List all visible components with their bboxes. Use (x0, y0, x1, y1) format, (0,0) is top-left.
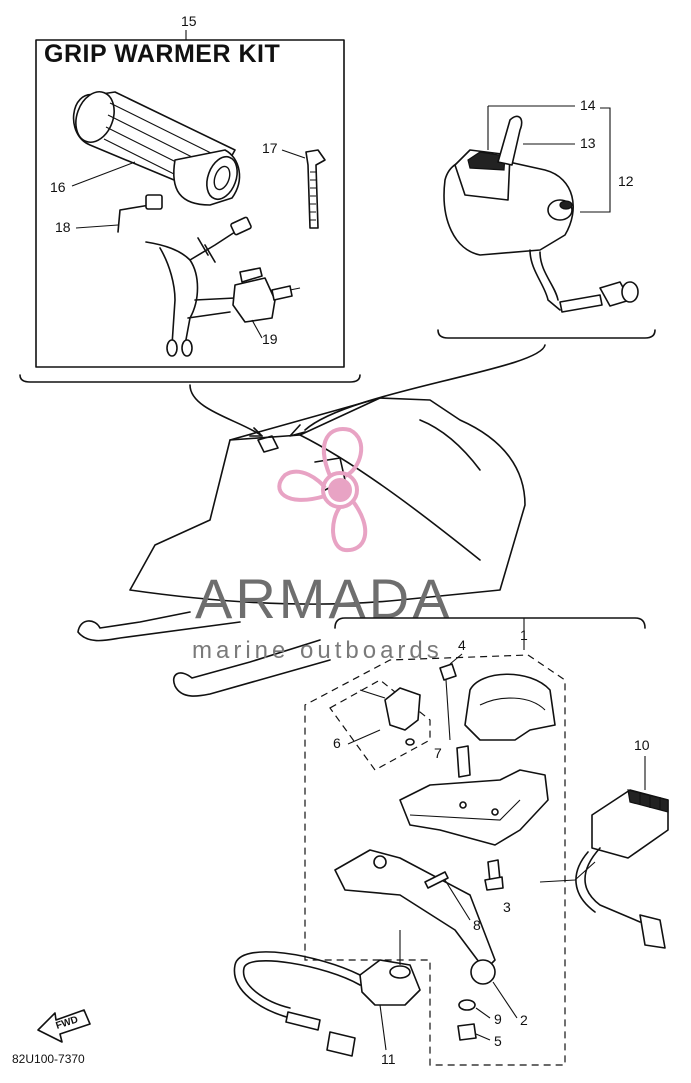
propeller-logo (277, 427, 368, 553)
kit-callouts: 15 16 17 18 19 (50, 13, 306, 347)
watermark-tagline: marine outboards (192, 637, 443, 664)
lever-parts: 4 6 7 2 3 8 9 5 (233, 637, 556, 1067)
switch-callouts: 14 13 12 (437, 97, 656, 339)
callout-12: 12 (618, 173, 634, 189)
callout-17: 17 (262, 140, 278, 156)
fwd-arrow: FWD (37, 1009, 91, 1043)
callout-4: 4 (458, 637, 466, 653)
grip-warmer-kit-box: GRIP WARMER KIT (19, 39, 361, 383)
callout-1: 1 (520, 627, 528, 643)
propeller-hub (328, 478, 352, 502)
callout-2: 2 (520, 1012, 528, 1028)
watermark-brand: ARMADA (195, 567, 453, 630)
snowmobile-body (77, 344, 546, 697)
callout-6: 6 (333, 735, 341, 751)
callout-16: 16 (50, 179, 66, 195)
lever-assy-box: 1 (304, 617, 646, 1066)
callout-13: 13 (580, 135, 596, 151)
wire-harness-part (117, 194, 252, 357)
switch-part (232, 267, 301, 323)
callout-7: 7 (434, 745, 442, 761)
handlebar-switch-assy (443, 115, 639, 313)
part-10: 10 (539, 737, 669, 949)
callout-5: 5 (494, 1033, 502, 1049)
callout-14: 14 (580, 97, 596, 113)
callout-18: 18 (55, 219, 71, 235)
callout-10: 10 (634, 737, 650, 753)
callout-15: 15 (181, 13, 197, 29)
callout-8: 8 (473, 917, 481, 933)
watermark: ARMADA marine outboards (192, 427, 453, 664)
callout-11: 11 (381, 1051, 396, 1067)
callout-19: 19 (262, 331, 278, 347)
callout-3: 3 (503, 899, 511, 915)
doc-number: 82U100-7370 (12, 1052, 85, 1066)
callout-9: 9 (494, 1011, 502, 1027)
cable-tie-part (305, 149, 326, 229)
grip-part (72, 91, 241, 206)
kit-title: GRIP WARMER KIT (44, 40, 280, 68)
